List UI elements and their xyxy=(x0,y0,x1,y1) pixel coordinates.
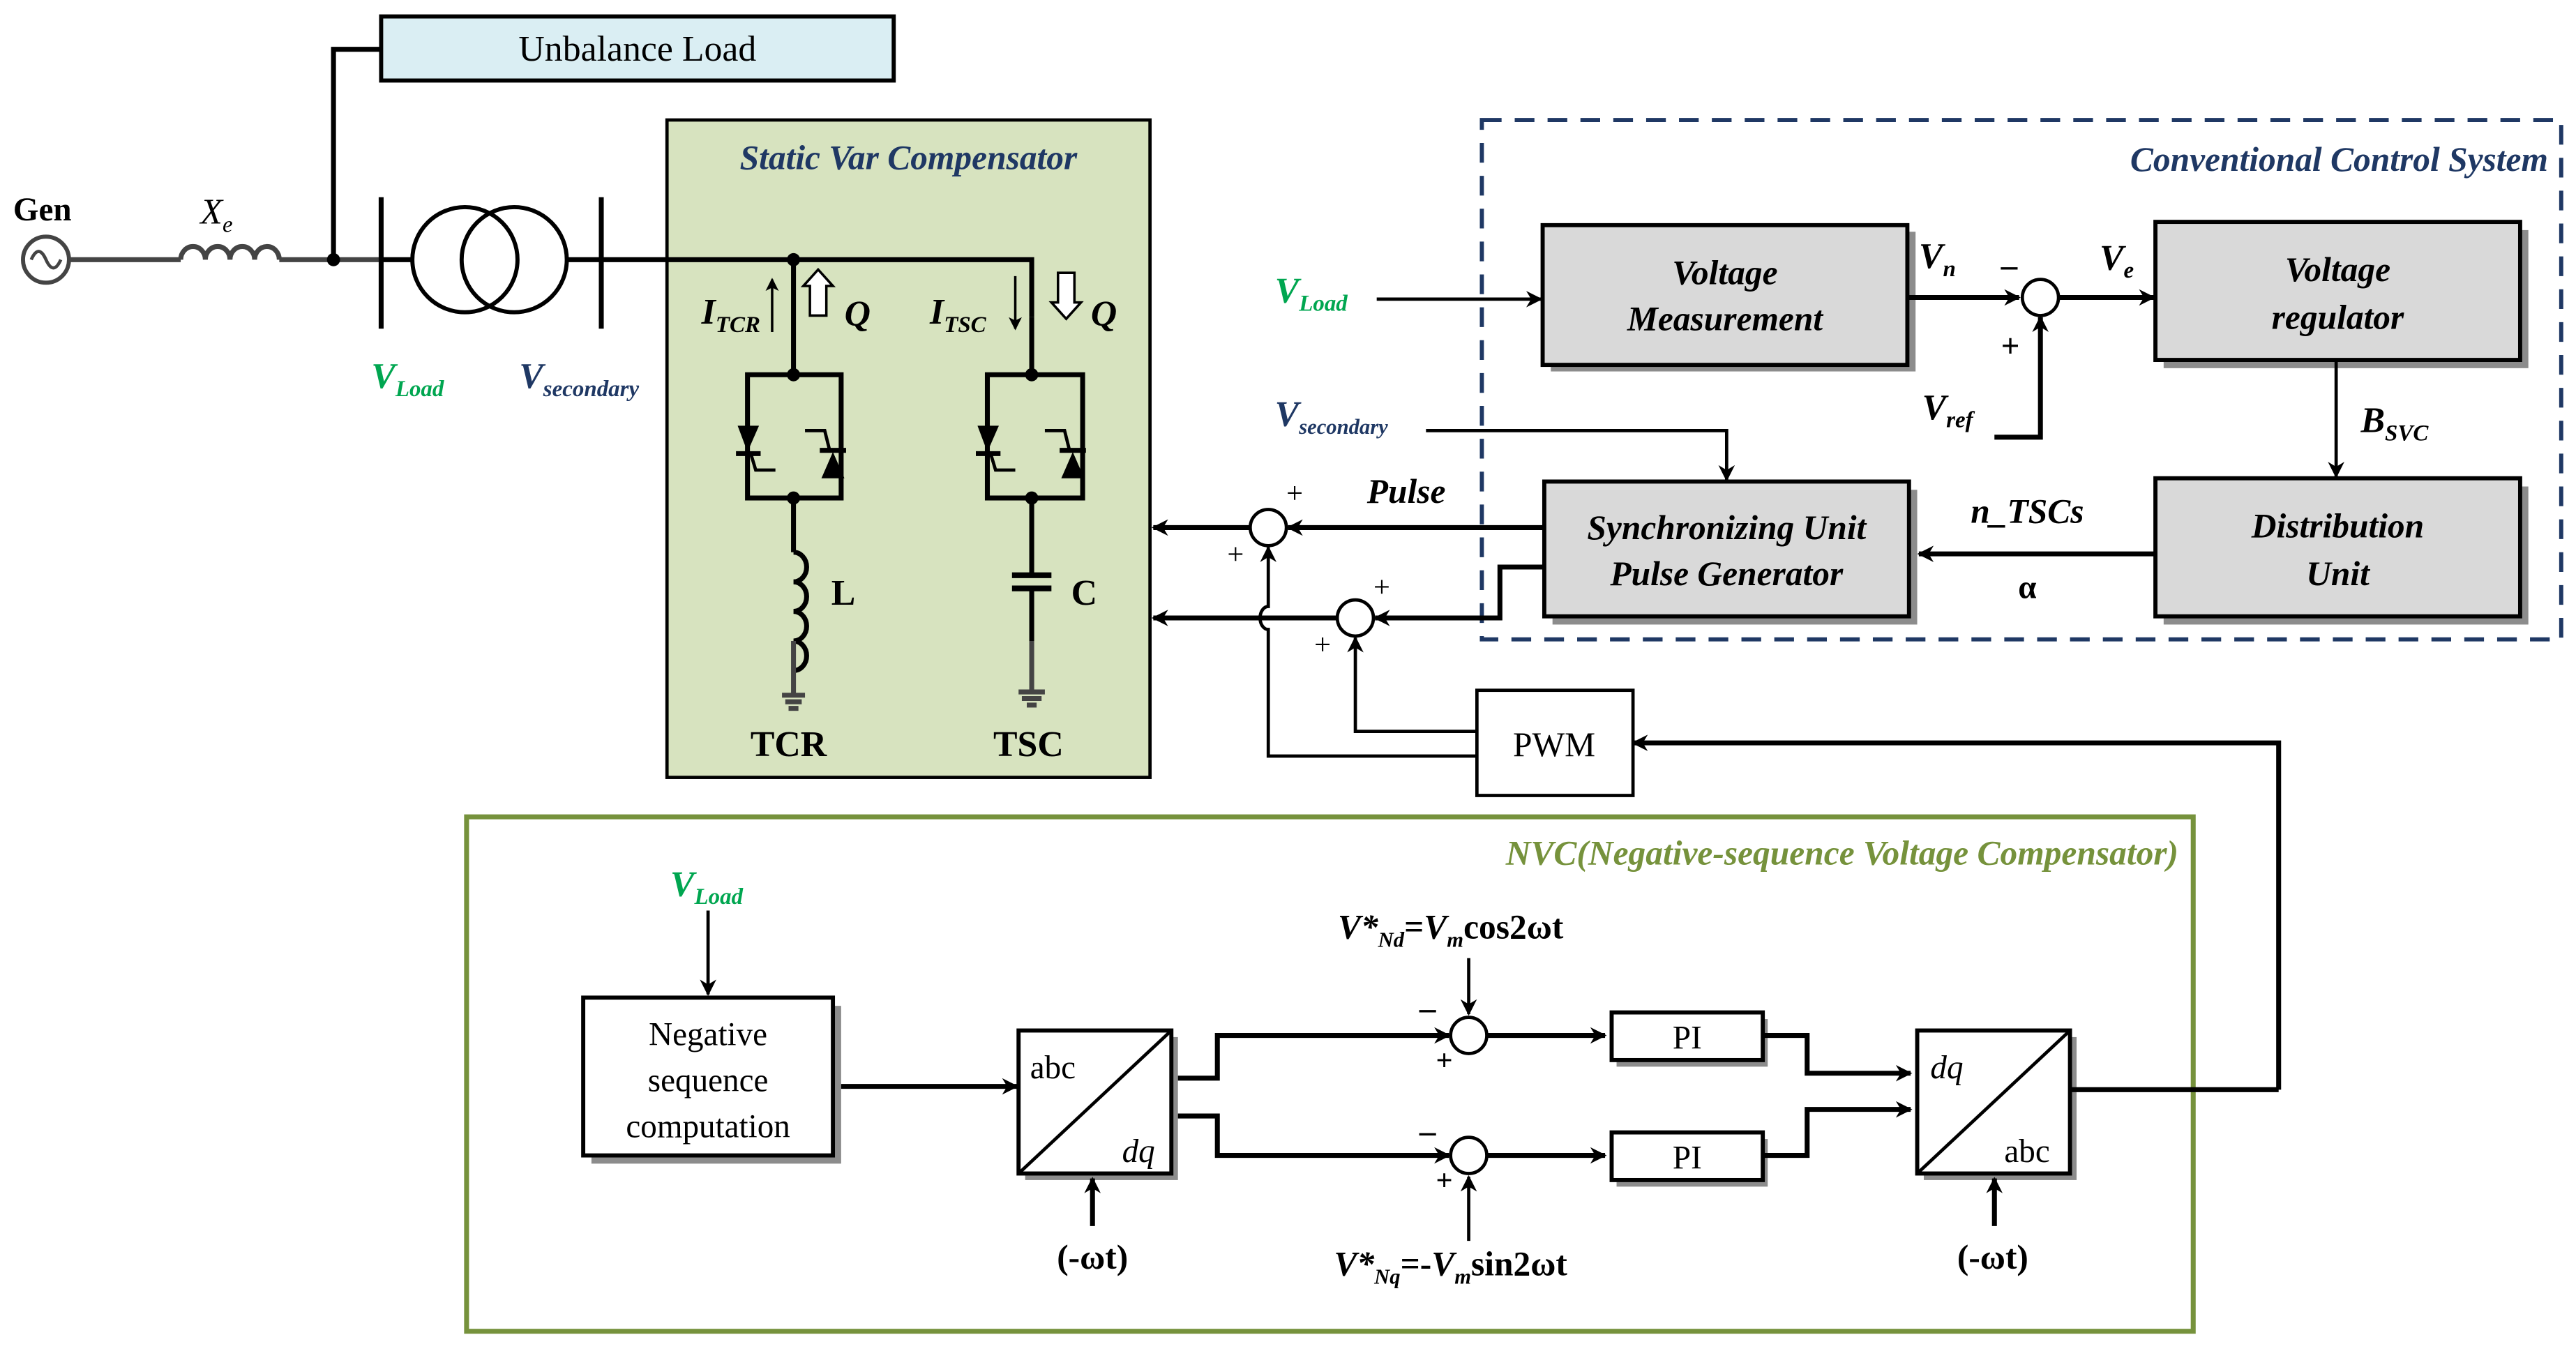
inductor-label: L xyxy=(831,573,856,613)
vn-label: Vn xyxy=(1919,236,1956,282)
pwm-label: PWM xyxy=(1513,725,1595,764)
vnd-reference-label: V*Nd=Vmcos2ωt xyxy=(1338,908,1564,952)
transformer-secondary-icon xyxy=(459,204,569,315)
plus-sign: + xyxy=(1227,538,1244,571)
itcr-label: ITCR xyxy=(701,292,760,338)
pulse-label: Pulse xyxy=(1366,472,1446,511)
plus-sign: + xyxy=(1286,477,1303,510)
nvc-box xyxy=(464,814,2196,1334)
n-tscs-label: n_TSCs xyxy=(1971,492,2084,530)
inductor-icon xyxy=(793,550,809,673)
bsvc-label: BSVC xyxy=(2360,401,2429,446)
abc-out-label: abc xyxy=(2004,1133,2049,1170)
plus-sign: + xyxy=(1314,628,1331,661)
vsecondary-label-bus: Vsecondary xyxy=(519,356,639,402)
distribution-unit-label-1: Distribution xyxy=(2251,507,2424,545)
conventional-control-box xyxy=(1479,118,2563,642)
pi-label-d: PI xyxy=(1673,1020,1702,1056)
unbalance-load-box xyxy=(379,14,896,83)
svc-main-line xyxy=(601,257,1034,317)
voltage-measurement-block xyxy=(1540,222,1910,368)
capacitor-label: C xyxy=(1071,573,1097,613)
voltage-regulator-block xyxy=(2153,220,2522,363)
distribution-unit-block xyxy=(2153,476,2522,619)
negative-sequence-label-1: Negative xyxy=(649,1017,767,1053)
q-up-arrow-icon xyxy=(800,267,836,317)
voltage-regulator-label-1: Voltage xyxy=(2285,250,2390,289)
omega-t-label-2: (-ωt) xyxy=(1957,1238,2028,1276)
summing-junction-d xyxy=(1449,1016,1489,1055)
abc-label: abc xyxy=(1030,1050,1076,1086)
distribution-unit-label-2: Unit xyxy=(2306,554,2370,593)
summing-junction-pulse xyxy=(1248,508,1288,548)
ground-icon xyxy=(782,693,806,711)
alpha-label: α xyxy=(2018,570,2036,606)
vload-label-control: VLoad xyxy=(1275,271,1348,317)
generator: Gen xyxy=(13,192,72,285)
itsc-label: ITSC xyxy=(929,292,987,338)
plus-sign: + xyxy=(1373,571,1390,603)
vsecondary-label-control: Vsecondary xyxy=(1275,394,1388,439)
plus-sign: + xyxy=(1436,1164,1452,1197)
negative-sequence-label-2: sequence xyxy=(648,1063,769,1099)
summing-junction-q xyxy=(1449,1135,1489,1175)
dq-out-label: dq xyxy=(1930,1050,1963,1086)
synchronizing-unit-label-2: Pulse Generator xyxy=(1609,554,1844,593)
summing-junction-alpha xyxy=(1335,598,1376,638)
sine-wave-icon xyxy=(29,250,63,270)
ground-icon xyxy=(1018,689,1045,708)
svc-title: Static Var Compensator xyxy=(740,139,1078,177)
thyristor-icon xyxy=(977,425,999,453)
tcr-branch: L TCR ITCR Q xyxy=(701,259,871,764)
transformer-primary-icon xyxy=(410,204,520,315)
voltage-regulator-label-2: regulator xyxy=(2272,298,2404,336)
tsc-branch: C TSC ITSC Q xyxy=(929,271,1117,764)
nvc-title: NVC(Negative-sequence Voltage Compensato… xyxy=(1505,833,2178,872)
thyristor-icon xyxy=(1061,452,1085,478)
minus-sign: – xyxy=(2001,248,2018,284)
minus-sign: – xyxy=(1419,1114,1436,1150)
thyristor-icon xyxy=(737,425,760,453)
vref-label: Vref xyxy=(1922,388,1975,433)
plus-sign: + xyxy=(1436,1044,1452,1077)
q-label-tcr: Q xyxy=(845,294,871,334)
line-to-load xyxy=(331,47,382,260)
tsc-label: TSC xyxy=(993,725,1064,764)
dq-label: dq xyxy=(1122,1133,1155,1170)
pi-controller-q xyxy=(1609,1130,1765,1182)
ve-label: Ve xyxy=(2100,238,2134,283)
omega-t-label-1: (-ωt) xyxy=(1057,1238,1128,1276)
summing-junction-voltage xyxy=(2020,278,2061,317)
minus-sign: – xyxy=(1419,990,1436,1027)
pwm-block xyxy=(1475,688,1635,797)
tcr-label: TCR xyxy=(751,725,827,764)
conventional-control-title: Conventional Control System xyxy=(2130,140,2548,179)
q-down-arrow-icon xyxy=(1048,271,1084,321)
vnq-reference-label: V*Nq=-Vmsin2ωt xyxy=(1334,1245,1567,1289)
thyristor-icon xyxy=(821,452,845,478)
vload-label-bus: VLoad xyxy=(371,356,444,402)
negative-sequence-label-3: computation xyxy=(626,1109,790,1145)
q-label-tsc: Q xyxy=(1091,294,1117,334)
generator-label: Gen xyxy=(13,192,72,228)
unbalance-load-label: Unbalance Load xyxy=(518,29,756,69)
plus-sign: + xyxy=(2001,328,2020,364)
voltage-measurement-label-1: Voltage xyxy=(1672,254,1777,292)
voltage-measurement-label-2: Measurement xyxy=(1627,300,1824,338)
pi-label-q: PI xyxy=(1673,1140,1702,1176)
reactance-inductor-icon xyxy=(178,244,282,260)
reactance-label: Xe xyxy=(199,192,232,237)
negative-sequence-block xyxy=(581,995,836,1158)
synchronizing-unit-block xyxy=(1542,479,1911,619)
synchronizing-unit-label-1: Synchronizing Unit xyxy=(1587,508,1867,547)
vload-label-nvc: VLoad xyxy=(670,864,744,910)
